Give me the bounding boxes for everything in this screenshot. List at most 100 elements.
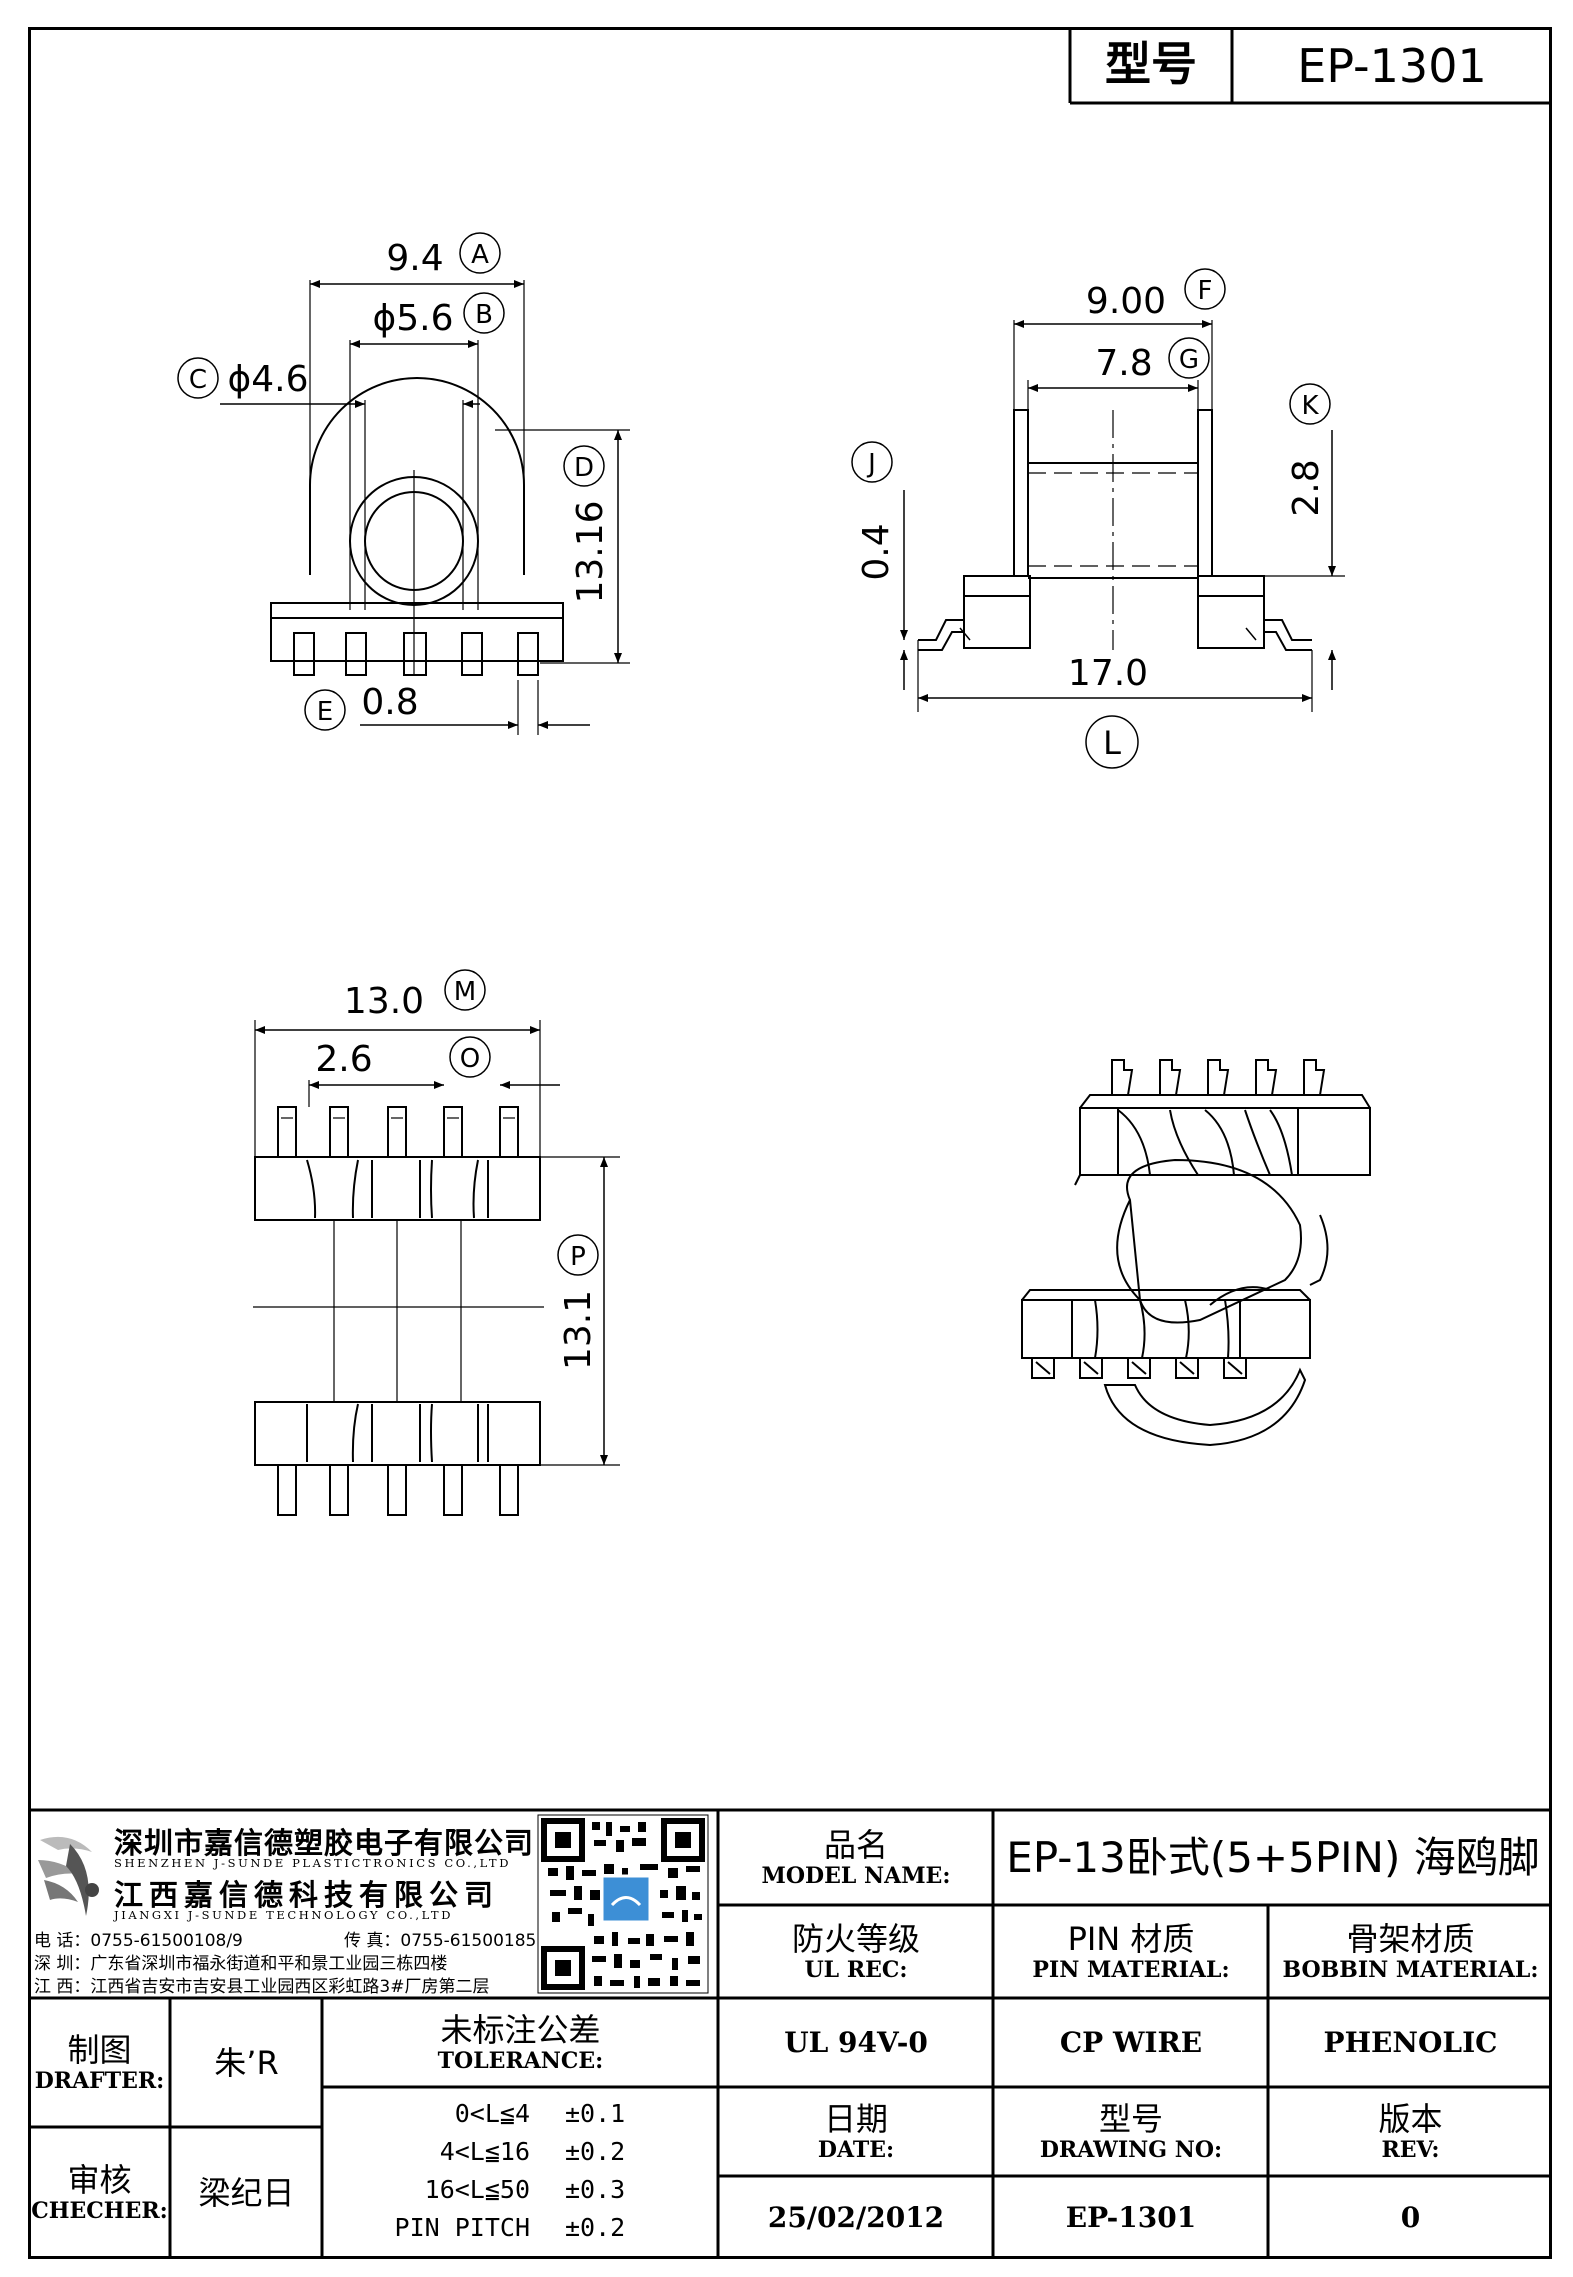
- ul-rec-label: 防火等级 UL REC:: [720, 1907, 992, 1997]
- dim-b-tag: B: [475, 300, 493, 330]
- checker-label-cn: 审核: [67, 2161, 132, 2200]
- pin-material-label-en: PIN MATERIAL:: [1032, 1956, 1230, 1983]
- checker-label: 审核 CHECHER:: [30, 2129, 169, 2258]
- ul-rec-label-en: UL REC:: [804, 1956, 908, 1983]
- tolerance-value: ±0.1: [565, 2099, 626, 2128]
- drawing-no-label-cn: 型号: [1098, 2099, 1163, 2138]
- dim-m-tag: M: [454, 977, 476, 1007]
- date-value: 25/02/2012: [720, 2178, 992, 2258]
- dim-a-tag: A: [471, 240, 489, 270]
- bottom-view-dimensions: [255, 969, 608, 1465]
- dim-m-value: 13.0: [344, 981, 424, 1022]
- drafter-label-cn: 制图: [67, 2030, 132, 2069]
- dim-c-tag: C: [189, 365, 207, 395]
- ul-rec-label-cn: 防火等级: [791, 1919, 920, 1958]
- tolerance-value: ±0.2: [565, 2213, 626, 2242]
- model-name-label-en: MODEL NAME:: [761, 1862, 951, 1889]
- company-fax: 传 真：0755-61500185: [344, 1931, 537, 1951]
- tolerance-label-cn: 未标注公差: [440, 2010, 601, 2049]
- bobbin-material-value-text: PHENOLIC: [1323, 2025, 1498, 2059]
- model-name-value-text: EP-13卧式(5+5PIN) 海鸥脚: [1006, 1832, 1540, 1882]
- ul-rec-value: UL 94V-0: [720, 2000, 992, 2086]
- tolerance-header: 未标注公差 TOLERANCE:: [324, 2000, 717, 2086]
- dim-e-tag: E: [317, 697, 333, 727]
- model-name-label: 品名 MODEL NAME:: [720, 1812, 992, 1904]
- tolerance-range: PIN PITCH: [394, 2213, 530, 2242]
- drawing-no-label-en: DRAWING NO:: [1039, 2136, 1223, 2163]
- drafter-value-text: 朱’R: [214, 2043, 279, 2082]
- pin-material-value: CP WIRE: [995, 2000, 1267, 2086]
- drafter-label-en: DRAFTER:: [34, 2067, 165, 2094]
- drafter-label: 制图 DRAFTER:: [30, 2000, 169, 2126]
- tolerance-value: ±0.2: [565, 2137, 626, 2166]
- bobbin-material-value: PHENOLIC: [1270, 2000, 1551, 2086]
- dim-d-value: 13.16: [570, 500, 611, 603]
- tolerance-range: 4<L≦16: [439, 2137, 530, 2166]
- rev-label: 版本 REV:: [1270, 2089, 1551, 2175]
- tolerance-value: ±0.3: [565, 2175, 626, 2204]
- side-view: [917, 320, 1345, 712]
- dim-l-tag: L: [1103, 724, 1121, 762]
- date-label-en: DATE:: [817, 2136, 895, 2163]
- dim-j-tag: J: [866, 449, 876, 479]
- date-label: 日期 DATE:: [720, 2089, 992, 2175]
- date-label-cn: 日期: [823, 2099, 888, 2138]
- company-block: 深圳市嘉信德塑胶电子有限公司 SHENZHEN J-SUNDE PLASTICT…: [34, 1818, 537, 1997]
- bobbin-material-label: 骨架材质 BOBBIN MATERIAL:: [1270, 1907, 1551, 1997]
- ul-rec-value-text: UL 94V-0: [784, 2025, 928, 2059]
- tolerance-label-en: TOLERANCE:: [437, 2047, 604, 2074]
- front-view: [270, 280, 630, 735]
- pin-material-label: PIN 材质 PIN MATERIAL:: [995, 1907, 1267, 1997]
- dim-o-value: 2.6: [315, 1039, 372, 1080]
- dim-d-tag: D: [574, 453, 594, 483]
- company-name-jx-en: JIANGXI J-SUNDE TECHNOLOGY CO.,LTD: [114, 1908, 454, 1922]
- company-phone: 电 话：0755-61500108/9: [34, 1931, 243, 1951]
- drawing-no-value-text: EP-1301: [1065, 2200, 1197, 2234]
- drawing-no-label: 型号 DRAWING NO:: [995, 2089, 1267, 2175]
- rev-value: 0: [1270, 2178, 1551, 2258]
- company-name-sz-en: SHENZHEN J-SUNDE PLASTICTRONICS CO.,LTD: [114, 1856, 512, 1870]
- dim-e-value: 0.8: [361, 682, 418, 723]
- dim-g-value: 7.8: [1095, 343, 1152, 384]
- bobbin-material-label-cn: 骨架材质: [1346, 1919, 1475, 1958]
- header-model-value: EP-1301: [1297, 39, 1486, 93]
- bobbin-material-label-en: BOBBIN MATERIAL:: [1282, 1956, 1539, 1983]
- dim-j-value: 0.4: [856, 523, 897, 580]
- rev-value-text: 0: [1400, 2200, 1421, 2234]
- company-address-jx: 江 西：江西省吉安市吉安县工业园西区彩虹路3#厂房第二层: [34, 1977, 490, 1997]
- company-name-jx: 江西嘉信德科技有限公司: [114, 1878, 500, 1912]
- side-view-dimensions: [851, 268, 1336, 769]
- dim-b-value: ϕ5.6: [373, 298, 454, 339]
- header-model-label: 型号: [1105, 37, 1197, 91]
- dim-k-value: 2.8: [1286, 459, 1327, 516]
- header-box: [1068, 27, 1552, 105]
- drawing-no-value: EP-1301: [995, 2178, 1267, 2258]
- dim-k-tag: K: [1301, 391, 1319, 421]
- checker-label-en: CHECHER:: [31, 2198, 168, 2225]
- drafter-value: 朱’R: [172, 2000, 321, 2126]
- bottom-view: [253, 1020, 620, 1516]
- dim-l-value: 17.0: [1068, 653, 1148, 694]
- title-block-grid: [28, 1808, 1552, 2259]
- dim-p-tag: P: [570, 1242, 586, 1272]
- front-view-dimensions: [177, 232, 622, 731]
- model-name-label-cn: 品名: [823, 1825, 888, 1864]
- rev-label-en: REV:: [1381, 2136, 1440, 2163]
- drawing-frame: [28, 27, 1552, 2259]
- dim-p-value: 13.1: [558, 1290, 599, 1370]
- company-name-sz: 深圳市嘉信德塑胶电子有限公司: [114, 1826, 535, 1860]
- dim-f-tag: F: [1198, 276, 1213, 306]
- checker-value: 梁纪日: [172, 2129, 321, 2258]
- dim-a-value: 9.4: [386, 238, 443, 279]
- isometric-view: [1021, 1059, 1371, 1447]
- pin-material-label-cn: PIN 材质: [1067, 1919, 1195, 1958]
- pin-material-value-text: CP WIRE: [1059, 2025, 1203, 2059]
- tolerance-range: 16<L≦50: [424, 2175, 530, 2204]
- date-value-text: 25/02/2012: [767, 2200, 945, 2234]
- tolerance-range: 0<L≦4: [454, 2099, 530, 2128]
- dim-o-tag: O: [460, 1044, 480, 1074]
- checker-value-text: 梁纪日: [198, 2174, 295, 2213]
- company-address-sz: 深 圳：广东省深圳市福永街道和平和景工业园三栋四楼: [34, 1954, 448, 1974]
- company-logo: [38, 1836, 99, 1916]
- dim-f-value: 9.00: [1086, 281, 1166, 322]
